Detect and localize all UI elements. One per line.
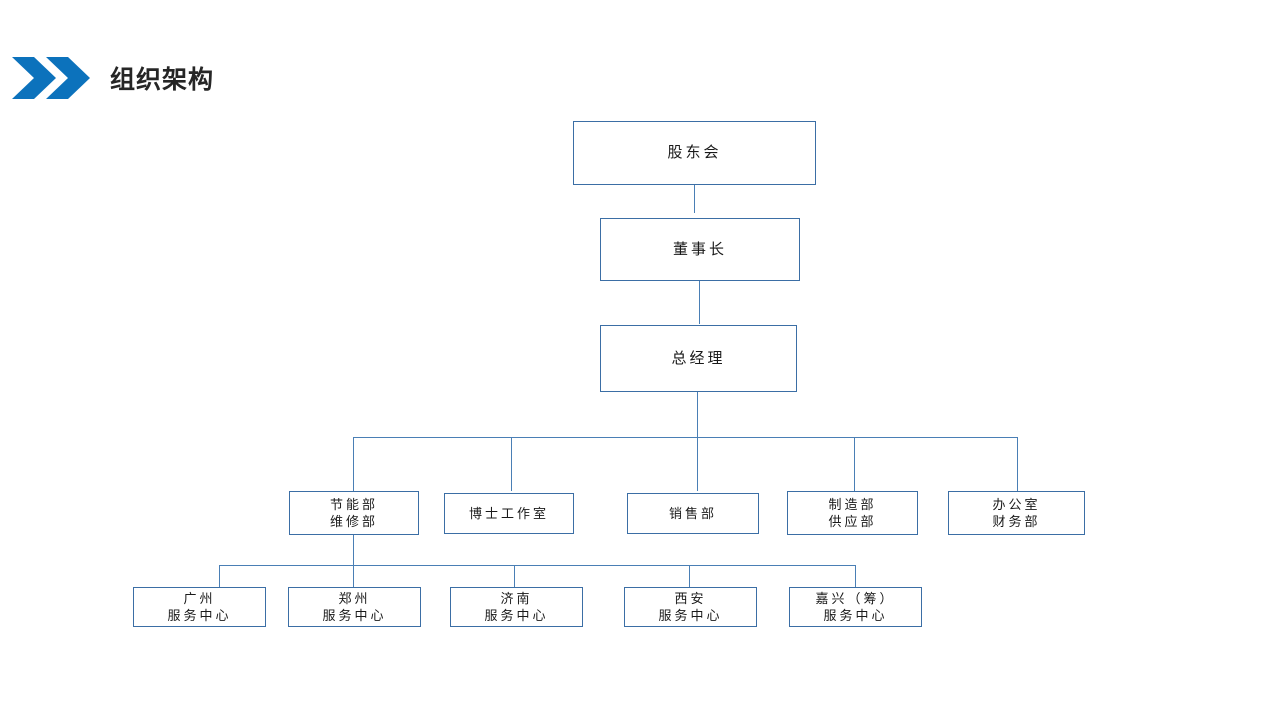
connector-bus-to-sales [697,437,698,491]
page-title: 组织架构 [110,66,215,94]
connector-chairman-to-gm [699,281,700,324]
node-zhengzhou-service-center[interactable]: 郑州 服务中心 [288,587,421,627]
node-jinan-service-center[interactable]: 济南 服务中心 [450,587,583,627]
connector-bus-to-jiaxing [855,565,856,587]
connector-bus-to-jinan [514,565,515,587]
node-xian-line-1: 西安 [674,591,707,606]
node-manufacturing-supply-line-2: 供应部 [828,514,877,529]
connector-level4-bus [353,437,1018,438]
node-energy-maintenance[interactable]: 节能部 维修部 [289,491,419,535]
node-doctoral-studio-line-1: 博士工作室 [468,506,549,521]
node-jinan-line-2: 服务中心 [484,608,549,623]
node-manufacturing-supply[interactable]: 制造部 供应部 [787,491,918,535]
node-office-finance[interactable]: 办公室 财务部 [948,491,1085,535]
connector-bus-to-office-finance [1017,437,1018,491]
connector-energy-maintenance-dropline [353,535,354,565]
node-doctoral-studio[interactable]: 博士工作室 [444,493,574,534]
node-manufacturing-supply-line-1: 制造部 [828,497,877,512]
connector-bus-to-doctoral-studio [511,437,512,491]
node-shareholders-line-1: 股东会 [667,144,722,161]
node-jiaxing-line-1: 嘉兴（筹） [815,591,896,606]
node-guangzhou-line-1: 广州 [183,591,216,606]
connector-bus-to-guangzhou [219,565,220,587]
node-office-finance-line-1: 办公室 [992,497,1041,512]
node-office-finance-line-2: 财务部 [992,514,1041,529]
connector-bus-to-energy-maintenance [353,437,354,491]
node-general-manager[interactable]: 总经理 [600,325,797,392]
node-jinan-line-1: 济南 [500,591,533,606]
node-zhengzhou-line-1: 郑州 [338,591,371,606]
connector-gm-dropline [697,392,698,437]
node-sales-line-1: 销售部 [668,506,717,521]
connector-level5-bus [219,565,856,566]
node-xian-line-2: 服务中心 [658,608,723,623]
double-chevron-right-icon [12,57,90,99]
node-chairman[interactable]: 董事长 [600,218,800,281]
node-xian-service-center[interactable]: 西安 服务中心 [624,587,757,627]
connector-bus-to-manufacturing-supply [854,437,855,491]
node-general-manager-line-1: 总经理 [671,349,726,367]
node-shareholders[interactable]: 股东会 [573,121,816,185]
connector-bus-to-zhengzhou [353,565,354,587]
node-zhengzhou-line-2: 服务中心 [322,608,387,623]
node-jiaxing-service-center[interactable]: 嘉兴（筹） 服务中心 [789,587,922,627]
node-chairman-line-1: 董事长 [672,240,727,258]
node-sales[interactable]: 销售部 [627,493,759,534]
node-energy-maintenance-line-2: 维修部 [329,514,378,529]
connector-shareholders-to-chairman [694,185,695,213]
node-energy-maintenance-line-1: 节能部 [329,497,378,512]
node-guangzhou-line-2: 服务中心 [167,608,232,623]
node-jiaxing-line-2: 服务中心 [823,608,888,623]
node-guangzhou-service-center[interactable]: 广州 服务中心 [133,587,266,627]
connector-bus-to-xian [689,565,690,587]
page-header: 组织架构 [0,0,1280,120]
